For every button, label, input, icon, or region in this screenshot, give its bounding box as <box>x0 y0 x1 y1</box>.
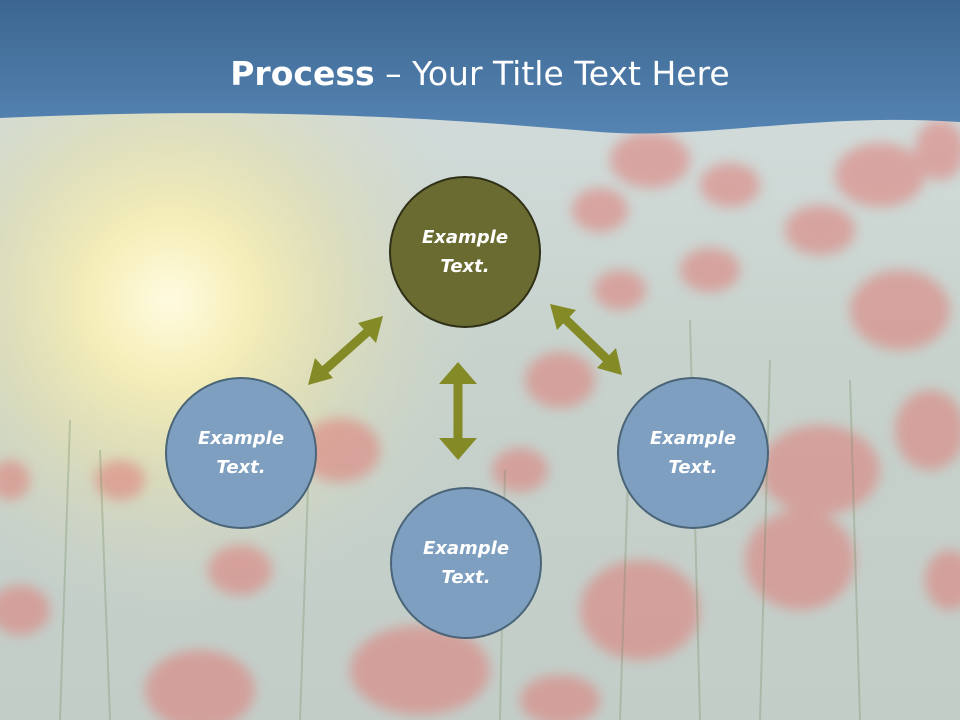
node-top-label: Example Text. <box>421 227 509 277</box>
node-top: Example Text. <box>389 176 541 328</box>
node-bottom-label: Example Text. <box>422 538 510 588</box>
double-arrow-left-icon <box>308 316 383 385</box>
slide-title: Process – Your Title Text Here <box>0 52 960 96</box>
poppy-field <box>0 120 960 720</box>
title-rest: – Your Title Text Here <box>374 54 730 93</box>
node-left: Example Text. <box>165 377 317 529</box>
node-bottom: Example Text. <box>390 487 542 639</box>
title-bold: Process <box>230 54 375 93</box>
node-left-label: Example Text. <box>197 428 285 478</box>
node-right: Example Text. <box>617 377 769 529</box>
header-band <box>0 0 960 134</box>
node-right-label: Example Text. <box>649 428 737 478</box>
double-arrow-vertical-icon <box>439 362 477 460</box>
double-arrow-right-icon <box>550 304 622 375</box>
